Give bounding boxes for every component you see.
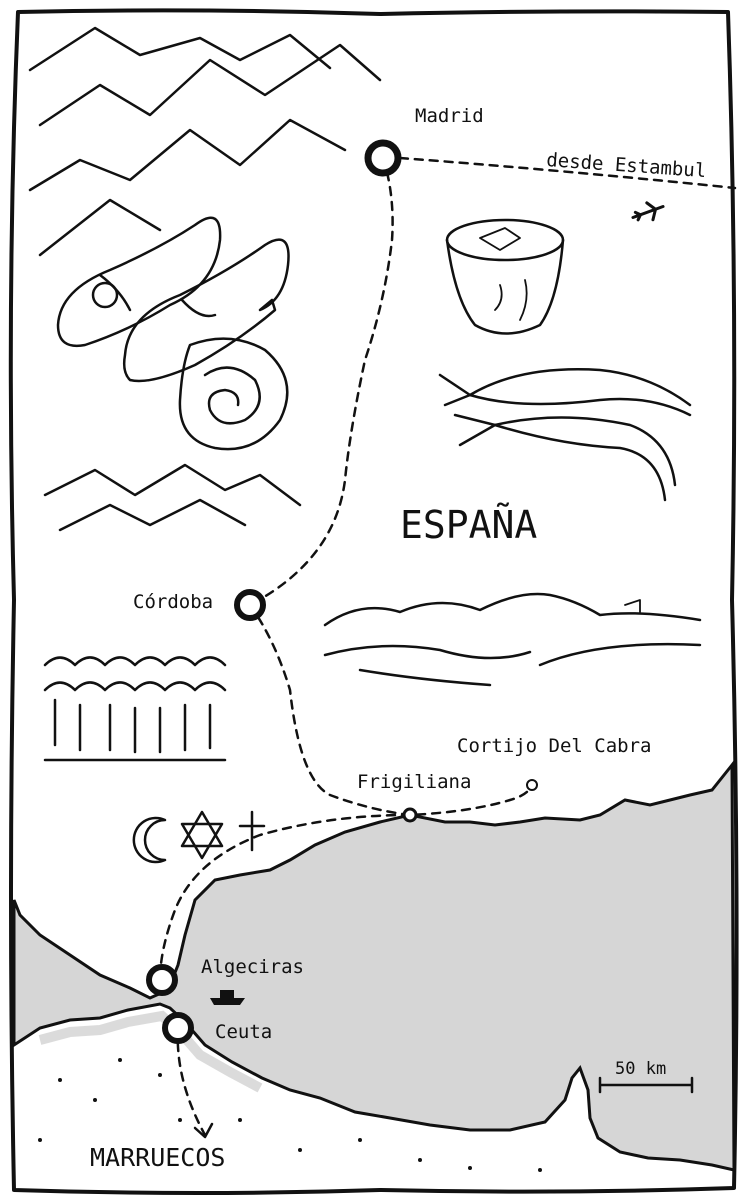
country-label-spain: ESPAÑA <box>400 503 537 547</box>
city-marker-algeciras <box>146 964 178 996</box>
city-marker-ceuta <box>162 1012 194 1044</box>
travel-route <box>248 603 534 817</box>
airplane-icon <box>631 201 665 222</box>
country-label-morocco: MARRUECOS <box>90 1143 225 1172</box>
arrow-icon <box>193 1122 214 1139</box>
travel-route <box>248 156 394 607</box>
travel-route <box>176 1026 207 1137</box>
drink-glass-icon <box>445 218 565 335</box>
hills-village-icon <box>323 592 702 687</box>
crescent-icon <box>132 816 167 864</box>
mosque-arches-icon <box>43 656 227 762</box>
morocco-texture <box>38 1058 542 1172</box>
mountain-icon <box>28 26 382 257</box>
shore-shade <box>38 1010 263 1093</box>
map-frame <box>8 8 739 1195</box>
sea <box>12 760 736 1172</box>
flamenco-shoes-icon <box>56 216 290 383</box>
city-marker-cortijo <box>526 779 538 791</box>
mountain-icon <box>43 463 302 532</box>
star-of-david-icon <box>180 810 224 860</box>
travel-route <box>158 813 412 982</box>
boat-icon <box>210 990 245 1005</box>
cross-icon <box>238 810 266 852</box>
city-label-ceuta: Ceuta <box>215 1021 272 1043</box>
city-label-frigiliana: Frigiliana <box>357 771 471 793</box>
city-label-madrid: Madrid <box>415 105 484 127</box>
city-marker-cordoba <box>234 589 266 621</box>
city-label-cortijo: Cortijo Del Cabra <box>457 735 651 757</box>
scale-label: 50 km <box>615 1059 666 1079</box>
scale-bar <box>598 1076 694 1094</box>
prawns-icon <box>438 368 692 502</box>
city-label-algeciras: Algeciras <box>201 956 304 978</box>
flight-route <box>398 156 737 190</box>
city-label-cordoba: Córdoba <box>133 591 213 613</box>
rose-icon <box>178 337 289 451</box>
city-marker-madrid <box>364 139 402 177</box>
city-marker-frigiliana <box>402 807 418 823</box>
